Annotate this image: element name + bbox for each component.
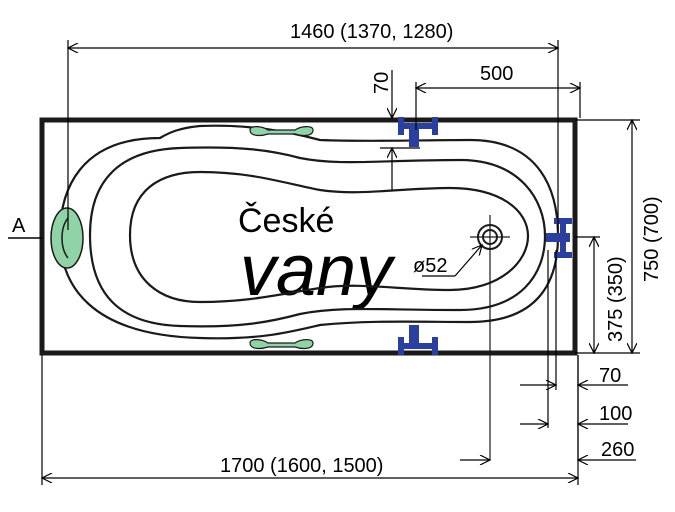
basin-middle-contour: [88, 146, 547, 328]
watermark: České vany: [238, 202, 396, 311]
drain-diameter-label: ø52: [413, 255, 447, 277]
basin-outer-contour: [58, 124, 560, 340]
dimension-overall-width: [575, 120, 640, 353]
dimension-overall-width-label: 750 (700): [641, 196, 663, 282]
dimension-right-offsets: [460, 250, 636, 460]
dimension-drain-half-width: [575, 237, 600, 353]
dimension-right-offset-3-label: 260: [601, 439, 634, 461]
headrest-icon: [50, 207, 84, 269]
dimension-right-offset-2-label: 100: [599, 403, 632, 425]
dimension-faucet-offset-label: 500: [480, 63, 513, 85]
dimension-right-offset-1-label: 70: [599, 365, 621, 387]
faucet-icon: [546, 218, 572, 258]
handle-icon: [249, 126, 314, 137]
section-label: A: [12, 215, 26, 237]
dimension-faucet-top-gap: [380, 70, 420, 190]
dimension-top-width-label: 1460 (1370, 1280): [290, 21, 453, 43]
drain-icon: [470, 215, 510, 460]
dimension-top-width: [68, 40, 558, 230]
watermark-line1: České: [238, 202, 334, 240]
dimension-overall-length-label: 1700 (1600, 1500): [220, 455, 383, 477]
handle-icon: [249, 339, 314, 350]
dimension-faucet-top-gap-label: 70: [371, 72, 393, 94]
faucet-icon: [398, 117, 438, 147]
watermark-line2: vany: [240, 231, 396, 311]
drain-diameter-leader: [422, 245, 482, 277]
dimension-drain-half-width-label: 375 (350): [605, 256, 627, 342]
basin-inner-contour: [128, 170, 530, 304]
dimension-faucet-offset: [416, 82, 580, 130]
faucet-icon: [398, 325, 438, 355]
